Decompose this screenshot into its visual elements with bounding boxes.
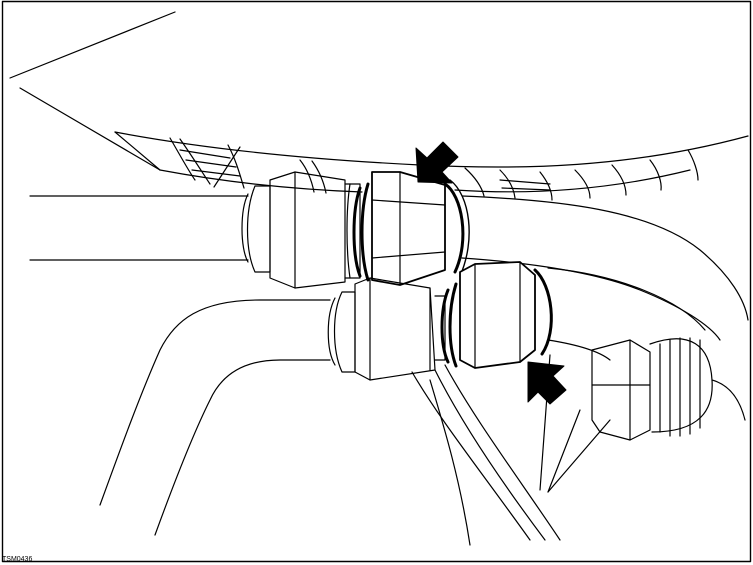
upper-fitting-arrow xyxy=(415,141,459,184)
figure-reference-code: TSM0436 xyxy=(2,556,33,563)
lower-left-fitting xyxy=(327,277,446,381)
lower-pipe xyxy=(99,267,706,536)
upper-flare-nut xyxy=(352,171,470,286)
background-frame-lines xyxy=(9,11,176,171)
upper-left-fitting xyxy=(241,171,361,289)
pressure-sensor xyxy=(591,337,746,441)
wire-harness xyxy=(114,131,749,201)
lower-hoses xyxy=(411,354,611,546)
lower-flare-nut xyxy=(440,261,553,369)
lower-fitting-arrow xyxy=(527,361,567,405)
